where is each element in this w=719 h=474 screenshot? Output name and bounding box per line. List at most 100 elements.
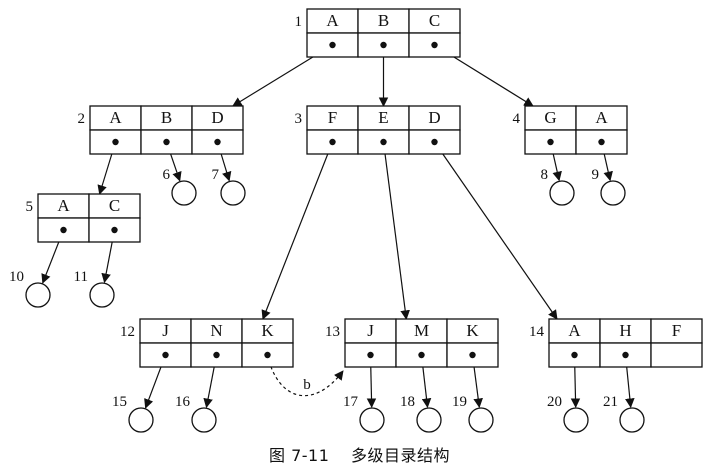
- file-leaf-10: 10: [9, 269, 51, 308]
- file-leaf-21: 21: [603, 394, 645, 433]
- entry-name: K: [466, 321, 479, 340]
- file-number: 19: [452, 394, 467, 410]
- pointer-dot: [60, 226, 67, 234]
- entry-name: F: [672, 321, 681, 340]
- entry-name-cell: [241, 318, 294, 344]
- directory-node-1: 1 A B C: [295, 8, 461, 58]
- file-circle: [359, 407, 385, 433]
- entry-name: H: [619, 321, 631, 340]
- entry-pointer-cell: [446, 342, 499, 368]
- pointer-dot: [367, 351, 374, 359]
- file-leaf-16: 16: [175, 394, 217, 433]
- entry-name-cell: [650, 318, 703, 344]
- entry-name: N: [210, 321, 222, 340]
- pointer-dot: [264, 351, 271, 359]
- entry-name: M: [414, 321, 429, 340]
- shared-link-edge: [266, 354, 344, 397]
- entry-name-cell: [408, 105, 461, 131]
- file-leaf-9: 9: [592, 167, 626, 206]
- file-leaf-6: 6: [163, 167, 197, 206]
- pointer-dot: [112, 138, 119, 146]
- file-number: 8: [541, 167, 549, 183]
- file-leaf-8: 8: [541, 167, 575, 206]
- pointer-dot: [380, 41, 387, 49]
- pointer-dot: [431, 138, 438, 146]
- shared-link-label: b: [303, 377, 311, 393]
- file-circle: [563, 407, 589, 433]
- file-circle: [89, 282, 115, 308]
- entry-name: A: [568, 321, 581, 340]
- file-leaf-20: 20: [547, 394, 589, 433]
- directory-node-13: 13 J M K: [325, 318, 499, 368]
- file-circle: [468, 407, 494, 433]
- file-number: 17: [343, 394, 359, 410]
- file-number: 9: [592, 167, 600, 183]
- pointer-dot: [163, 138, 170, 146]
- file-circle: [191, 407, 217, 433]
- entry-name: J: [367, 321, 374, 340]
- pointer-dot: [598, 138, 605, 146]
- entry-name: B: [378, 11, 389, 30]
- entry-pointer-cell: [650, 342, 703, 368]
- node-number: 13: [325, 324, 340, 340]
- figure-title: 多级目录结构: [350, 446, 450, 465]
- entry-name: A: [326, 11, 339, 30]
- file-leaf-11: 11: [74, 269, 115, 308]
- file-number: 16: [175, 394, 191, 410]
- pointer-dot: [418, 351, 425, 359]
- file-circle: [128, 407, 154, 433]
- node-number: 3: [295, 111, 303, 127]
- entry-name: C: [109, 196, 120, 215]
- pointer-dot: [329, 138, 336, 146]
- pointer-dot: [380, 138, 387, 146]
- node-number: 2: [78, 111, 86, 127]
- pointer-dot: [162, 351, 169, 359]
- entry-name: A: [595, 108, 608, 127]
- entry-name: E: [378, 108, 388, 127]
- file-circle: [619, 407, 645, 433]
- directory-node-14: 14 A H F: [529, 318, 703, 368]
- entry-name-cell: [190, 318, 243, 344]
- entry-pointer-cell: [140, 129, 193, 155]
- pointer-dot: [571, 351, 578, 359]
- entry-name-cell: [446, 318, 499, 344]
- entry-name: K: [261, 321, 274, 340]
- file-leaf-18: 18: [400, 394, 442, 433]
- file-circle: [416, 407, 442, 433]
- file-leaf-17: 17: [343, 394, 385, 433]
- node-number: 1: [295, 14, 303, 30]
- entry-name: A: [109, 108, 122, 127]
- pointer-edge: [382, 141, 410, 320]
- file-number: 18: [400, 394, 415, 410]
- pointer-dot: [622, 351, 629, 359]
- file-number: 7: [212, 167, 220, 183]
- entry-pointer-cell: [408, 32, 461, 58]
- node-number: 12: [120, 324, 135, 340]
- pointer-edge: [261, 141, 334, 320]
- entry-name: C: [429, 11, 440, 30]
- entry-name-cell: [37, 193, 90, 219]
- file-circle: [549, 180, 575, 206]
- node-number: 14: [529, 324, 545, 340]
- entry-name: D: [428, 108, 440, 127]
- entry-name-cell: [395, 318, 448, 344]
- pointer-edge: [434, 141, 558, 320]
- file-number: 15: [112, 394, 127, 410]
- entry-name: G: [544, 108, 556, 127]
- file-number: 11: [74, 269, 88, 285]
- file-leaf-7: 7: [212, 167, 246, 206]
- file-circle: [171, 180, 197, 206]
- pointer-dot: [213, 351, 220, 359]
- entry-name-cell: [357, 8, 410, 34]
- pointer-dot: [214, 138, 221, 146]
- file-leaf-19: 19: [452, 394, 494, 433]
- file-circle: [600, 180, 626, 206]
- entry-name: D: [211, 108, 223, 127]
- entry-name-cell: [408, 8, 461, 34]
